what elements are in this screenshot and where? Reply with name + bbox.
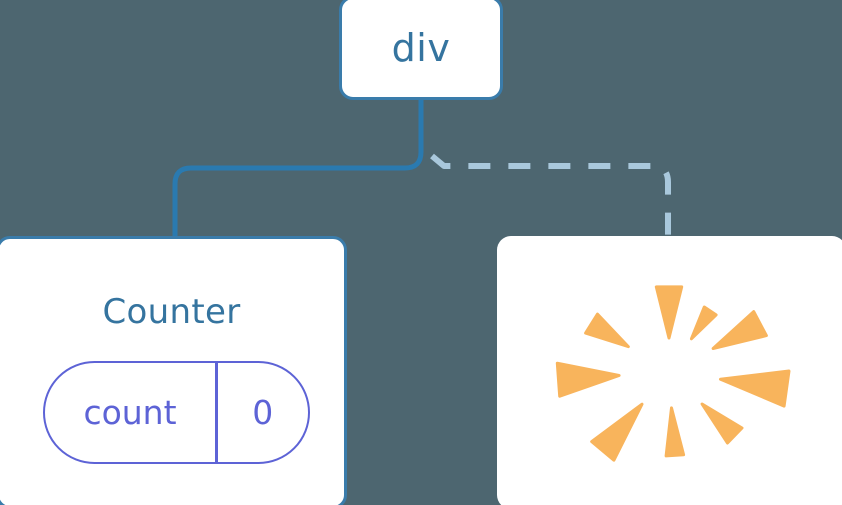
node-label-div: div — [391, 26, 451, 70]
burst-ray-0 — [654, 285, 684, 340]
burst-ray-group — [555, 285, 791, 462]
node-card-render-burst[interactable] — [497, 236, 842, 505]
burst-ray-3 — [719, 369, 791, 408]
render-burst-icon — [555, 285, 791, 462]
burst-ray-8 — [584, 312, 630, 349]
node-card-counter[interactable]: Counter count 0 — [0, 236, 347, 505]
burst-ray-2 — [711, 310, 768, 350]
connector-div-to-counter — [172, 97, 424, 239]
burst-ray-1 — [689, 305, 718, 341]
node-label-counter: Counter — [102, 292, 241, 332]
burst-ray-7 — [555, 361, 621, 398]
prop-pill-count[interactable]: count 0 — [43, 361, 310, 464]
prop-pill-divider — [215, 363, 218, 462]
prop-key-label: count — [83, 393, 177, 432]
burst-ray-4 — [700, 402, 744, 445]
prop-value-label: 0 — [252, 393, 274, 432]
connector-div-to-burst — [430, 153, 671, 236]
burst-ray-5 — [664, 406, 686, 458]
burst-ray-6 — [590, 402, 644, 462]
node-card-div[interactable]: div — [339, 0, 503, 100]
